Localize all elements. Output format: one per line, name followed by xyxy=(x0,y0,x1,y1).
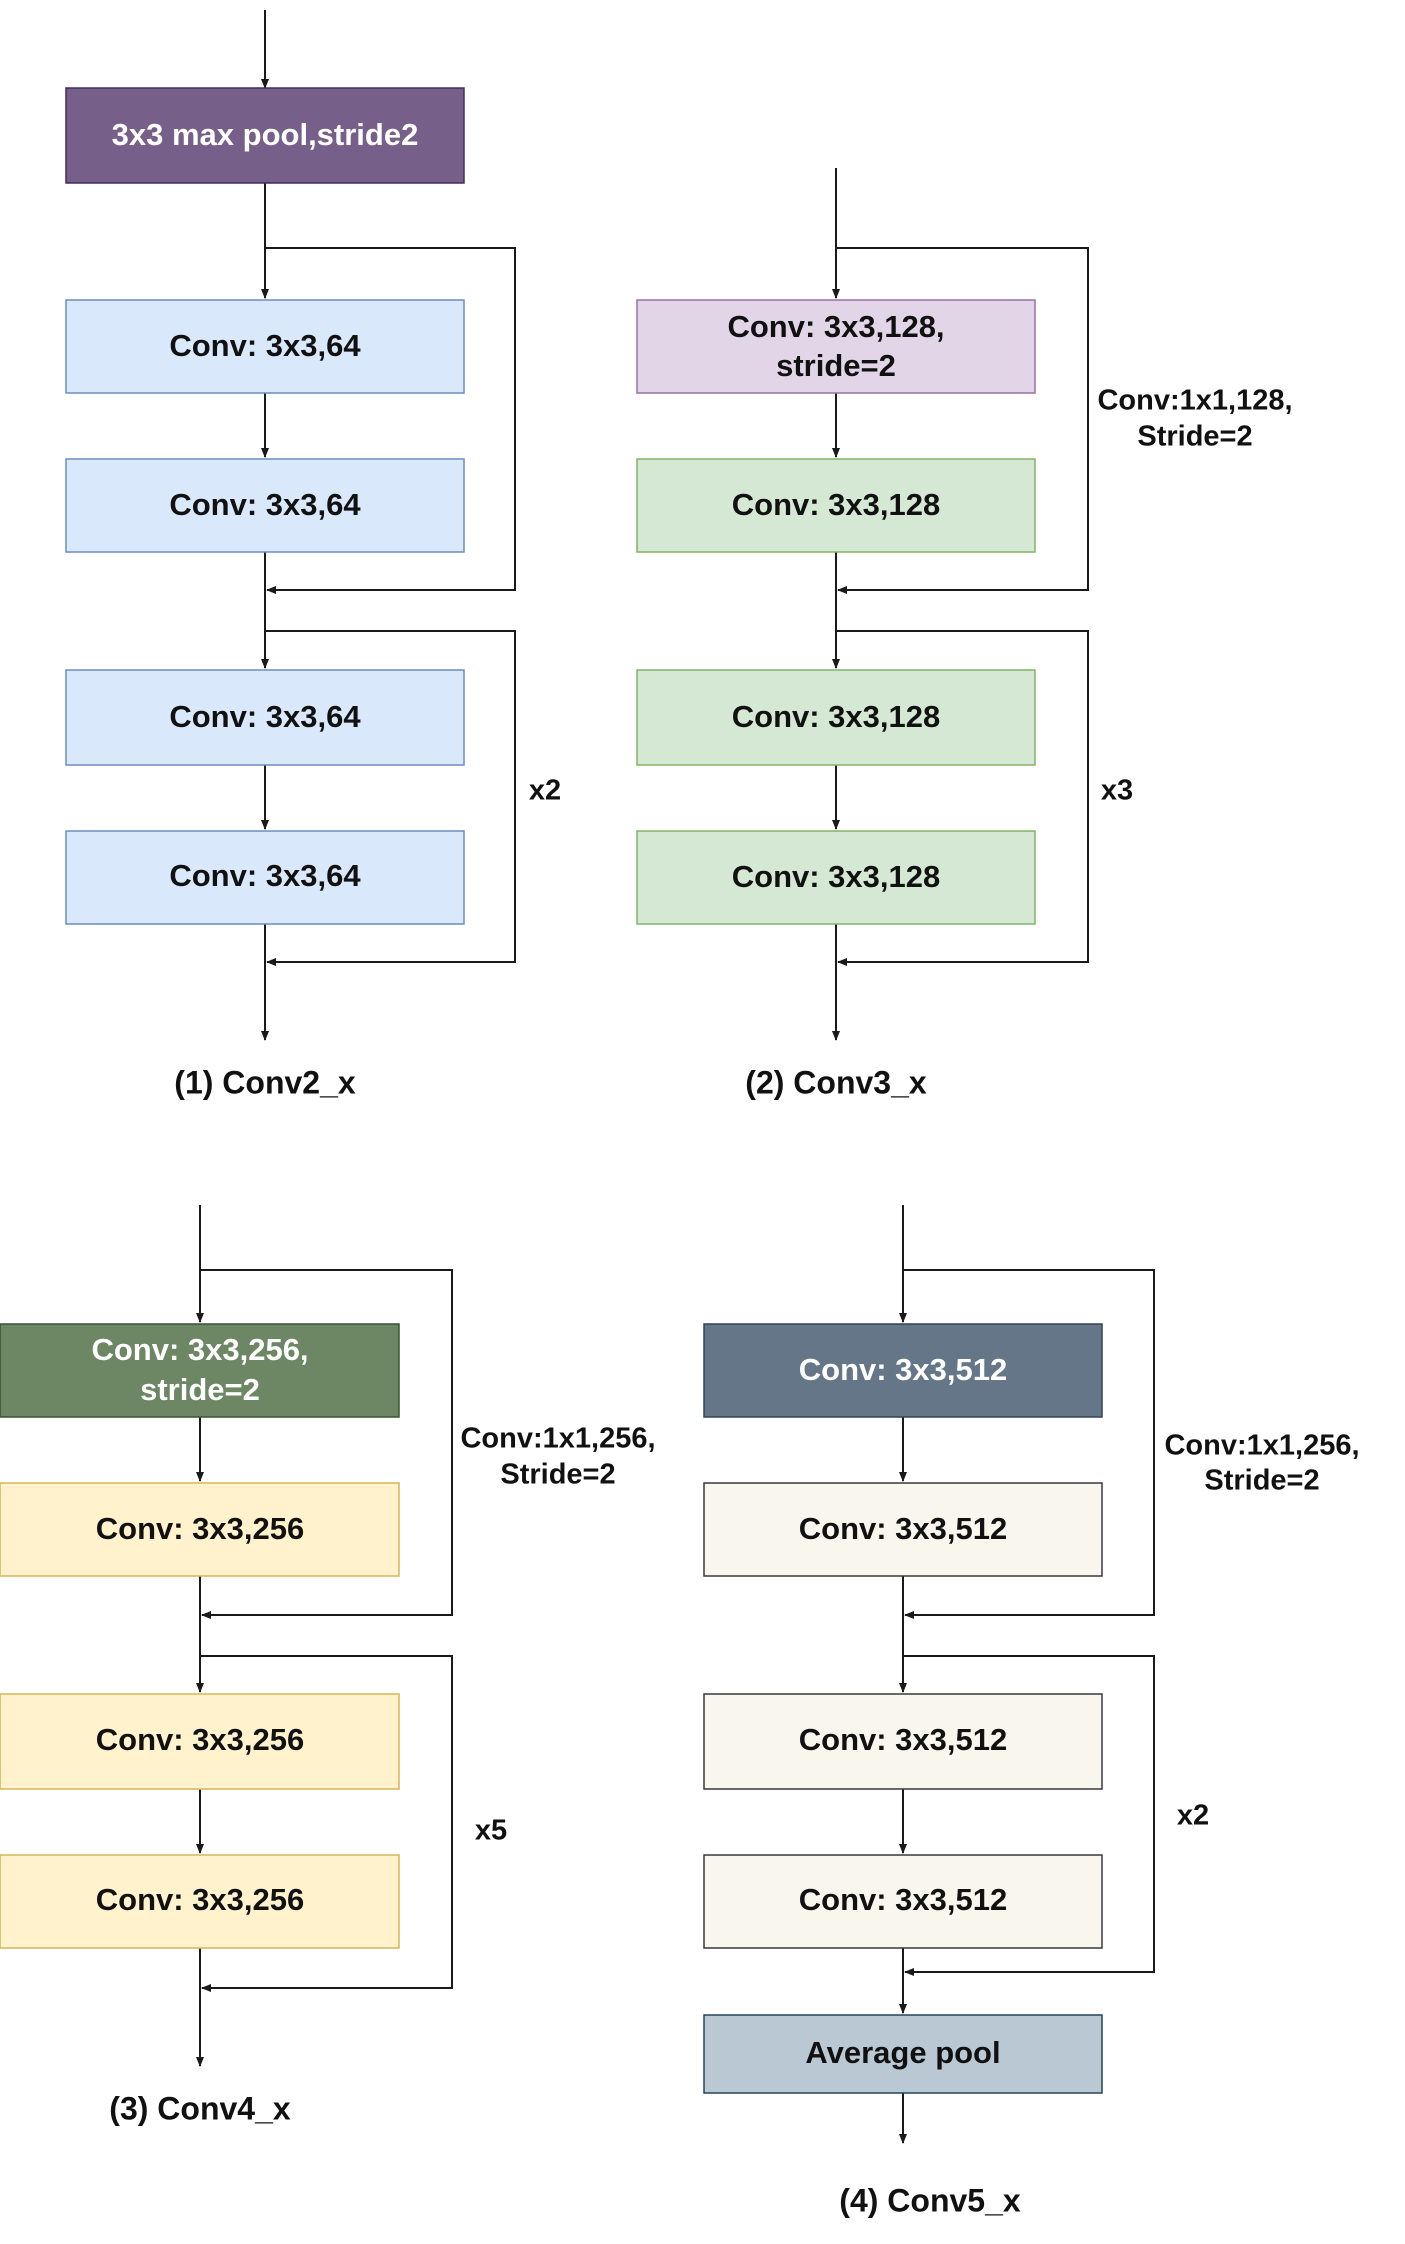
conv5-box-a xyxy=(703,1323,1103,1418)
conv3-label-a-line1: Conv: 3x3,128, xyxy=(727,309,944,344)
conv4-repeat-label: x5 xyxy=(475,1815,507,1847)
conv4-caption: (3) Conv4_x xyxy=(109,2090,291,2126)
conv4-label-b: Conv: 3x3,256 xyxy=(96,1511,305,1546)
conv3-shortcut-label-line2: Stride=2 xyxy=(1137,421,1252,453)
conv4-label-c: Conv: 3x3,256 xyxy=(96,1722,305,1757)
conv5-caption: (4) Conv5_x xyxy=(839,2182,1021,2218)
conv5-shortcut-label-line2: Stride=2 xyxy=(1204,1465,1319,1497)
conv5-box-d xyxy=(703,1854,1103,1949)
conv2-label-a: Conv: 3x3,64 xyxy=(169,328,361,363)
conv2-box-d xyxy=(65,830,465,925)
conv4-shortcut-label-line2: Stride=2 xyxy=(500,1459,615,1491)
avgpool-label: Average pool xyxy=(805,2035,1000,2070)
conv4-box-b xyxy=(0,1482,400,1577)
stage-conv2: 3x3 max pool,stride2 Conv: 3x3,64 Conv: … xyxy=(65,10,561,1100)
conv5-shortcut-label-line1: Conv:1x1,256, xyxy=(1164,1430,1359,1462)
repeat-bracket-conv4 xyxy=(200,1655,453,1992)
conv2-box-b xyxy=(65,458,465,553)
shortcut-projection-conv3 xyxy=(836,247,1089,594)
conv4-box-c xyxy=(0,1693,400,1790)
conv4-label-a-line2: stride=2 xyxy=(140,1372,260,1407)
stage-conv4: Conv: 3x3,256, stride=2 Conv: 3x3,256 Co… xyxy=(0,1205,656,2126)
conv5-repeat-label: x2 xyxy=(1177,1800,1209,1832)
shortcut-projection-conv4 xyxy=(200,1269,453,1619)
conv3-shortcut-label-line1: Conv:1x1,128, xyxy=(1097,385,1292,417)
conv5-box-b xyxy=(703,1482,1103,1577)
conv2-label-d: Conv: 3x3,64 xyxy=(169,858,361,893)
conv3-label-d: Conv: 3x3,128 xyxy=(732,859,941,894)
conv5-label-c: Conv: 3x3,512 xyxy=(799,1722,1008,1757)
conv4-box-a xyxy=(0,1323,400,1418)
shortcut-connection-1 xyxy=(265,247,516,594)
stage-conv3: Conv: 3x3,128, stride=2 Conv: 3x3,128 Co… xyxy=(636,168,1293,1100)
repeat-bracket-conv3 xyxy=(836,630,1089,966)
conv3-repeat-label: x3 xyxy=(1101,775,1133,807)
conv2-box-a xyxy=(65,299,465,394)
conv4-box-d xyxy=(0,1854,400,1949)
conv2-caption: (1) Conv2_x xyxy=(174,1064,356,1100)
stage-conv5: Conv: 3x3,512 Conv: 3x3,512 Conv: 3x3,51… xyxy=(703,1205,1360,2218)
conv3-caption: (2) Conv3_x xyxy=(745,1064,927,1100)
conv5-label-a: Conv: 3x3,512 xyxy=(799,1352,1008,1387)
shortcut-projection-conv5 xyxy=(903,1269,1155,1619)
conv2-label-b: Conv: 3x3,64 xyxy=(169,487,361,522)
conv4-label-d: Conv: 3x3,256 xyxy=(96,1882,305,1917)
repeat-bracket xyxy=(265,630,516,966)
conv3-label-b: Conv: 3x3,128 xyxy=(732,487,941,522)
conv5-label-d: Conv: 3x3,512 xyxy=(799,1882,1008,1917)
conv5-box-c xyxy=(703,1693,1103,1790)
conv2-box-c xyxy=(65,669,465,766)
conv3-box-b xyxy=(636,458,1036,553)
avgpool-box xyxy=(703,2014,1103,2094)
conv2-repeat-label: x2 xyxy=(529,775,561,807)
conv3-label-a-line2: stride=2 xyxy=(776,348,896,383)
conv5-label-b: Conv: 3x3,512 xyxy=(799,1511,1008,1546)
maxpool-label: 3x3 max pool,stride2 xyxy=(112,117,419,152)
conv2-label-c: Conv: 3x3,64 xyxy=(169,699,361,734)
maxpool-box xyxy=(65,87,465,184)
conv4-label-a-line1: Conv: 3x3,256, xyxy=(91,1332,308,1367)
conv3-box-a xyxy=(636,299,1036,394)
conv3-label-c: Conv: 3x3,128 xyxy=(732,699,941,734)
repeat-bracket-conv5 xyxy=(903,1655,1155,1976)
conv3-box-d xyxy=(636,830,1036,925)
conv4-shortcut-label-line1: Conv:1x1,256, xyxy=(460,1423,655,1455)
conv3-box-c xyxy=(636,669,1036,766)
